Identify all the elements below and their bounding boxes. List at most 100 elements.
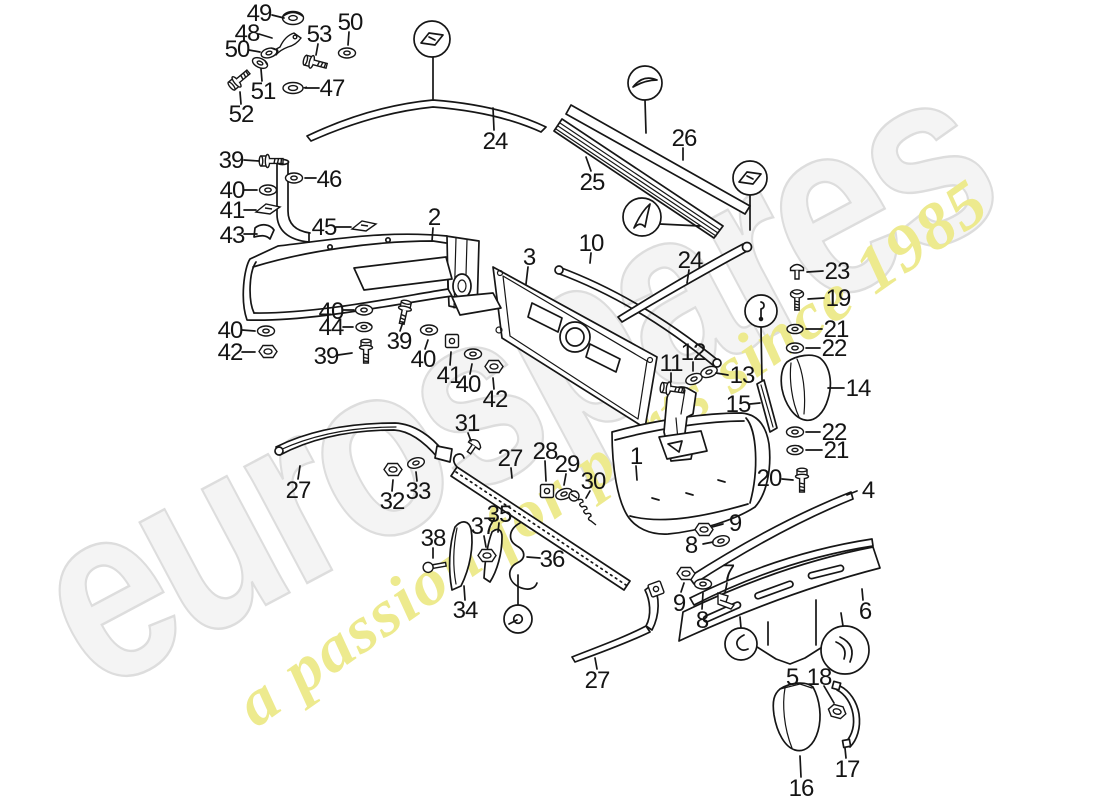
- detail-circle: [627, 65, 663, 101]
- trim-strip-24-lower: [617, 241, 753, 323]
- part-number-label: 39: [314, 343, 339, 370]
- clock-glyph: [508, 613, 524, 625]
- part-number-label: 32: [380, 488, 405, 515]
- part-number-label: 40: [218, 317, 243, 344]
- bracket-36: [508, 522, 538, 590]
- washer-icon: [710, 533, 732, 549]
- part-number-label: 36: [540, 546, 565, 573]
- label-leader-line: [467, 432, 472, 442]
- clipdia-icon: [351, 220, 377, 232]
- rail-27-slotted: [450, 453, 631, 591]
- part-number-label: 7: [722, 560, 735, 587]
- label-leader-line: [635, 465, 638, 481]
- part-number-label: 22: [822, 335, 847, 362]
- part-number-label: 50: [225, 36, 250, 63]
- part-number-label: 41: [437, 362, 462, 389]
- nut-icon: [477, 548, 497, 563]
- washer-icon: [693, 578, 713, 590]
- nut-icon: [383, 462, 403, 477]
- part-number-label: 20: [757, 465, 782, 492]
- trim-strip-26: [565, 104, 751, 215]
- part-number-label: 33: [406, 478, 431, 505]
- part-number-label: 9: [673, 590, 686, 617]
- washer-icon: [256, 325, 276, 337]
- detail-circle: [622, 197, 662, 237]
- boltv-icon: [301, 52, 330, 73]
- part-number-label: 47: [320, 75, 345, 102]
- label-leader-line: [701, 592, 704, 610]
- hook-bracket-43: [253, 158, 311, 243]
- detail-circle: [724, 627, 758, 661]
- washer-icon: [785, 342, 805, 354]
- part-number-label: 29: [555, 451, 580, 478]
- label-leader-line: [424, 339, 429, 350]
- label-leader-line: [585, 156, 592, 172]
- molding-4: [688, 491, 854, 585]
- label-leader-line: [749, 402, 761, 405]
- hook-glyph: [736, 634, 749, 651]
- part-number-label: 12: [681, 339, 706, 366]
- label-leader-line: [248, 49, 261, 53]
- part-number-label: 35: [487, 501, 512, 528]
- part-number-label: 16: [789, 775, 814, 800]
- clip-side-glyph: [738, 171, 762, 185]
- part-number-label: 25: [580, 169, 605, 196]
- part-number-label: 3: [523, 244, 536, 271]
- key-glyph: [758, 301, 765, 322]
- label-leader-line: [337, 352, 353, 356]
- part-number-label: 5: [786, 664, 799, 691]
- bold-c-glyph: [835, 636, 853, 663]
- panel-part-3: [492, 266, 658, 429]
- label-leader-line: [846, 490, 858, 496]
- wedge-glyph: [632, 77, 658, 88]
- trim-strip-24-upper: [306, 99, 547, 142]
- label-leader-line: [510, 467, 513, 479]
- label-leader-line: [715, 372, 729, 376]
- bumper-bracket-holder: [658, 386, 708, 462]
- lockw-icon: [786, 323, 804, 335]
- detail-circle-leader: [659, 223, 701, 227]
- nut-icon: [258, 344, 278, 359]
- label-leader-line: [589, 252, 592, 264]
- rail-27-left: [274, 422, 453, 463]
- part-number-label: 40: [456, 371, 481, 398]
- part-number-label: 13: [730, 362, 755, 389]
- label-leader-line: [347, 31, 350, 46]
- part-number-label: 4: [862, 477, 875, 504]
- part-number-label: 14: [846, 375, 871, 402]
- part-number-label: 41: [220, 197, 245, 224]
- part-number-label: 42: [218, 339, 243, 366]
- boltv-icon: [225, 66, 254, 93]
- label-leader-line: [823, 685, 835, 704]
- part-number-label: 1: [630, 443, 643, 470]
- part-number-label: 42: [483, 386, 508, 413]
- part-number-label: 17: [835, 756, 860, 783]
- nut-icon: [694, 522, 714, 537]
- blade-34: [448, 521, 473, 591]
- part-number-label: 40: [319, 298, 344, 325]
- part-number-label: 27: [286, 477, 311, 504]
- part-number-label: 44: [319, 314, 344, 341]
- trim-strip-25: [553, 118, 724, 239]
- label-leader-line: [585, 490, 591, 499]
- part-number-label: 10: [579, 230, 604, 257]
- brace-5-group: [753, 599, 828, 665]
- label-leader-line: [271, 14, 285, 19]
- detail-circle-leader: [739, 616, 742, 629]
- part-number-label: 24: [483, 128, 508, 155]
- label-leader-line: [260, 68, 263, 82]
- clip-side-glyph: [420, 32, 444, 46]
- label-leader-line: [799, 755, 802, 778]
- label-leader-line: [844, 747, 847, 759]
- washer-icon: [419, 324, 439, 336]
- blade-15: [756, 379, 778, 433]
- part-number-label: 43: [220, 222, 245, 249]
- label-leader-line: [686, 269, 690, 284]
- bumper-part-1: [611, 412, 771, 535]
- bumper-part-2: [242, 233, 502, 322]
- part-number-label: 40: [411, 346, 436, 373]
- label-leader-line: [469, 363, 473, 375]
- part-number-label: 37: [471, 513, 496, 540]
